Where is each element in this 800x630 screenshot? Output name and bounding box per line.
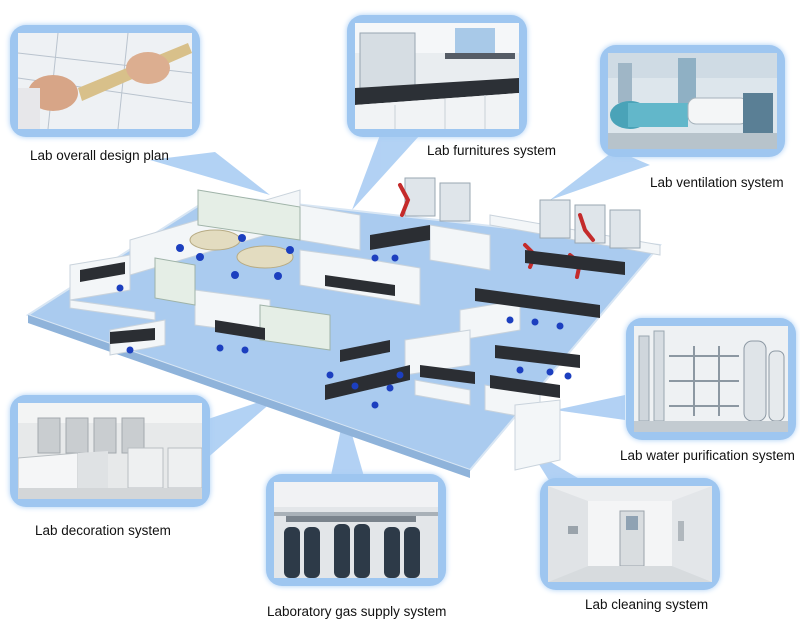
callout-cleaning: Lab cleaning system — [538, 478, 728, 628]
glass-partitions — [154, 189, 331, 351]
callout-design: Lab overall design plan — [8, 25, 203, 175]
floor-edge — [28, 315, 470, 478]
photo-frame — [600, 45, 785, 157]
pointer-gas — [330, 410, 365, 480]
callout-pointers — [150, 135, 650, 498]
photo-frame — [266, 474, 446, 586]
callout-water: Lab water purification system — [620, 318, 798, 478]
callout-label: Lab ventilation system — [650, 175, 784, 190]
callout-label: Lab cleaning system — [585, 597, 709, 612]
pointer-decoration — [205, 395, 280, 460]
pointer-design — [150, 152, 270, 195]
lab-chairs — [116, 234, 572, 409]
callout-gas: Laboratory gas supply system — [262, 474, 462, 624]
fume-hoods — [404, 177, 641, 249]
pointer-ventilation — [550, 150, 650, 200]
water-purification-photo — [634, 326, 788, 432]
callout-label: Lab overall design plan — [30, 148, 169, 163]
pointer-furniture — [352, 135, 420, 210]
callout-label: Laboratory gas supply system — [267, 604, 447, 619]
photo-frame — [10, 25, 200, 137]
photo-frame — [10, 395, 210, 507]
callout-ventilation: Lab ventilation system — [598, 45, 793, 195]
gas-cylinders-photo — [274, 482, 438, 578]
walls — [69, 189, 661, 471]
photo-frame — [347, 15, 527, 137]
ventilation-ducts-photo — [608, 53, 777, 149]
callout-label: Lab water purification system — [620, 448, 795, 463]
lab-bench-photo — [355, 23, 519, 129]
callout-decoration: Lab decoration system — [8, 395, 218, 545]
design-plan-photo — [18, 33, 192, 129]
lab-benches — [80, 225, 625, 400]
photo-frame — [540, 478, 720, 590]
pointer-water — [555, 395, 625, 420]
callout-label: Lab furnitures system — [427, 143, 557, 158]
photo-frame — [626, 318, 796, 440]
work-tables — [189, 229, 294, 269]
lab-partition-photo — [18, 403, 202, 499]
callout-furniture: Lab furnitures system — [345, 15, 565, 165]
clean-room-photo — [548, 486, 712, 582]
callout-label: Lab decoration system — [35, 523, 171, 538]
